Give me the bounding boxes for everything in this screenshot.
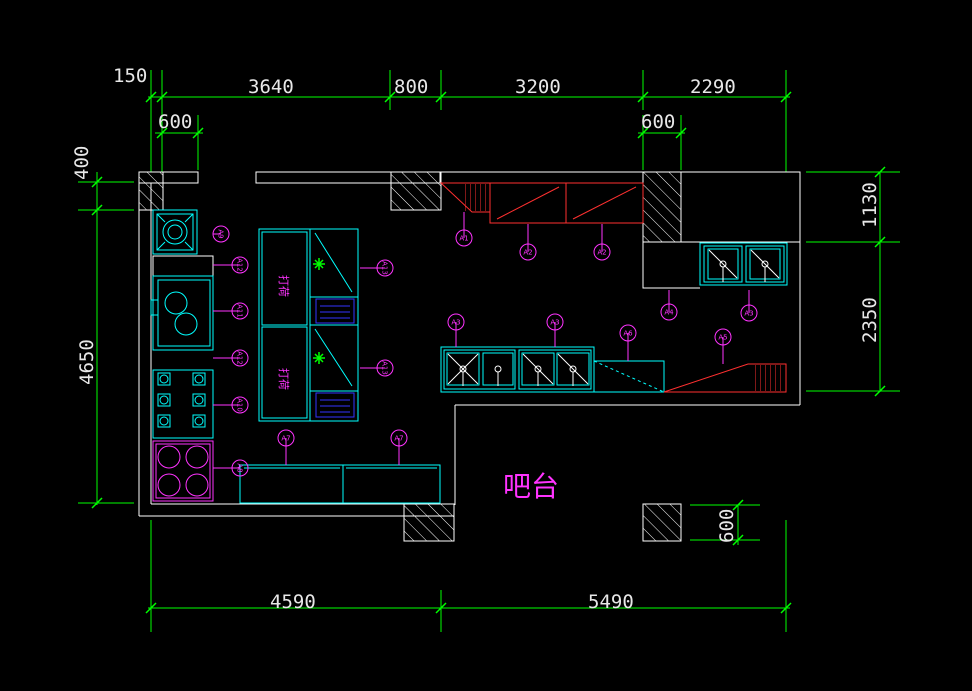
tag-label: A4 xyxy=(664,309,674,317)
equipment-tag: A10 xyxy=(213,396,249,414)
counter-label-upper: 打荷 xyxy=(277,275,291,297)
dim-top-2290: 2290 xyxy=(690,76,736,98)
tag-label: A7 xyxy=(281,435,290,443)
equipment-tag: A8 xyxy=(213,459,249,477)
four-burner-range xyxy=(152,440,214,502)
tag-label: A2 xyxy=(523,249,532,257)
tag-label: A1 xyxy=(459,235,468,243)
green-markers xyxy=(313,258,325,364)
tag-label: A3 xyxy=(744,310,753,318)
dim-right-600: 600 xyxy=(716,509,738,543)
equipment-tag: A2 xyxy=(519,224,537,261)
dim-left-4650: 4650 xyxy=(76,339,98,385)
dim-right-2350: 2350 xyxy=(859,297,881,343)
dim-top-600-left: 600 xyxy=(158,111,192,133)
dim-left-400: 400 xyxy=(71,146,93,180)
sink-drains xyxy=(447,249,780,386)
equipment-tag: A11 xyxy=(213,302,249,320)
tag-label: A12 xyxy=(236,351,244,365)
dimension-lines xyxy=(78,70,900,632)
hood-hatch-left xyxy=(465,184,489,211)
tag-label: A3 xyxy=(451,319,460,327)
equipment-tag: A4 xyxy=(660,290,678,321)
equipment-tag: A13 xyxy=(360,359,394,377)
dimension-ticks xyxy=(91,91,886,614)
tag-label: A5 xyxy=(718,334,727,342)
equipment-tag: A13 xyxy=(360,259,394,277)
equipment-tag: A7 xyxy=(390,429,408,465)
dim-bottom-4590: 4590 xyxy=(270,591,316,613)
equipment xyxy=(150,209,788,504)
dim-top-600-right: 600 xyxy=(641,111,675,133)
equipment-tag: A12 xyxy=(213,256,249,274)
tag-label: A12 xyxy=(236,258,244,272)
tag-label: A6 xyxy=(623,330,633,338)
tag-label: A11 xyxy=(236,304,244,318)
dim-top-150: 150 xyxy=(113,65,147,87)
equipment-tag: A6 xyxy=(619,324,637,361)
equipment-tag: A3 xyxy=(546,313,564,347)
tag-label: A13 xyxy=(381,361,389,375)
dim-top-3200: 3200 xyxy=(515,76,561,98)
blue-cabinets xyxy=(315,298,355,418)
counter-label-lower: 打荷 xyxy=(277,368,291,390)
tag-label: A3 xyxy=(550,319,559,327)
equipment-tag: A2 xyxy=(593,224,611,261)
tag-label: A2 xyxy=(597,249,606,257)
equipment-tag: A1 xyxy=(455,212,473,247)
walls xyxy=(138,171,801,517)
equipment-tag: A5 xyxy=(714,328,732,364)
dim-bottom-5490: 5490 xyxy=(588,591,634,613)
hood-hatch-right xyxy=(752,365,785,391)
tag-label: A7 xyxy=(394,435,403,443)
equipment-tag: A12 xyxy=(213,349,249,367)
equipment-tag: A9 xyxy=(212,225,230,243)
equipment-tag: A7 xyxy=(277,429,295,465)
dim-top-800: 800 xyxy=(394,76,428,98)
wall-columns xyxy=(138,171,682,542)
hood-outlines xyxy=(439,182,787,393)
dashed-shelf-lines xyxy=(593,360,665,393)
tag-label: A10 xyxy=(236,398,244,412)
bar-label: 吧台 xyxy=(503,470,559,503)
equipment-tag: A3 xyxy=(447,313,465,347)
tag-label: A9 xyxy=(217,229,225,238)
dim-top-3640: 3640 xyxy=(248,76,294,98)
tag-label: A8 xyxy=(236,463,244,472)
dim-right-1130: 1130 xyxy=(859,182,881,228)
equipment-tag: A3 xyxy=(740,290,758,322)
tag-label: A13 xyxy=(381,261,389,275)
